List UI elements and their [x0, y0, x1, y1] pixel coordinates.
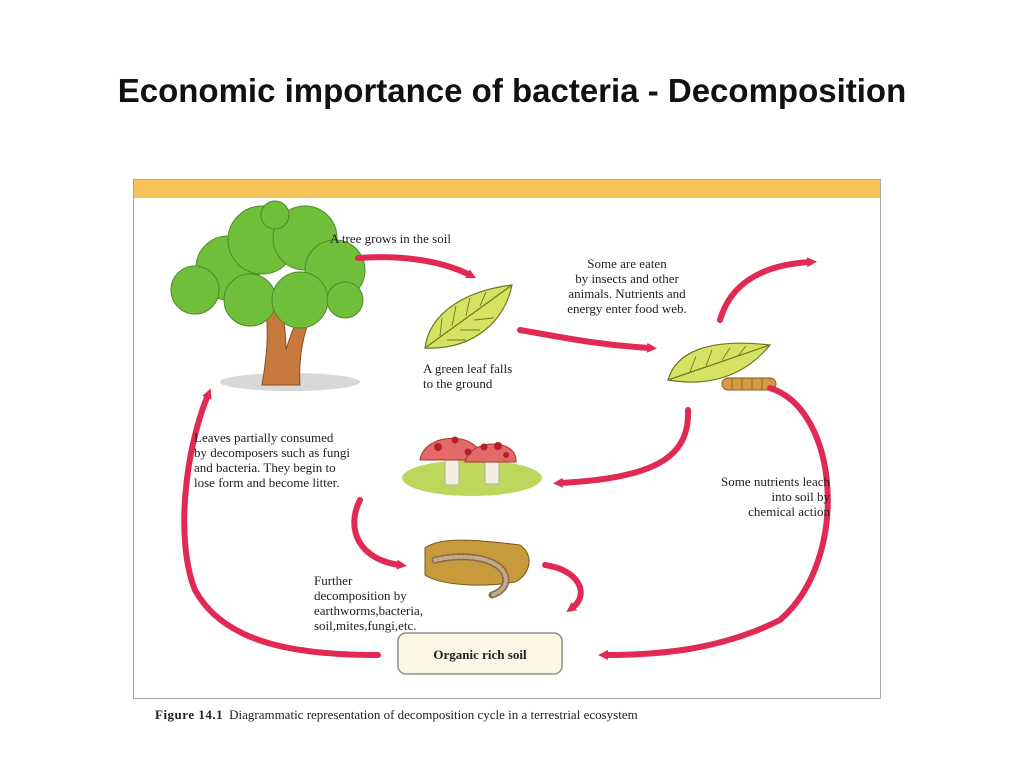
figure-caption: Figure 14.1 Diagrammatic representation o… [155, 707, 638, 723]
mushroom-illustration [402, 436, 542, 496]
svg-text:into soil by: into soil by [771, 489, 830, 504]
arrow-leaf-to-eaten [517, 327, 657, 353]
leaf-fall-label: A green leaf falls to the ground [423, 361, 512, 391]
arrow-worm-to-soil [542, 562, 584, 613]
arrow-leach-to-soil [598, 385, 831, 660]
slide-title: Economic importance of bacteria - Decomp… [117, 72, 907, 109]
svg-text:and bacteria. They begin to: and bacteria. They begin to [194, 460, 336, 475]
svg-text:to the ground: to the ground [423, 376, 493, 391]
svg-text:decomposition by: decomposition by [314, 588, 407, 603]
leach-label: Some nutrients leach into soil by chemic… [721, 474, 831, 519]
green-leaf-illustration [424, 284, 513, 349]
leaves-consumed-label: Leaves partially consumed by decomposers… [194, 430, 350, 490]
eaten-label: Some are eaten by insects and other anim… [567, 256, 687, 316]
cycle-arrows [181, 254, 831, 660]
tree-label: A tree grows in the soil [330, 231, 451, 246]
svg-text:soil,mites,fungi,etc.: soil,mites,fungi,etc. [314, 618, 417, 633]
figure-number: Figure 14.1 [155, 707, 224, 722]
svg-text:A green leaf falls: A green leaf falls [423, 361, 512, 376]
svg-text:Some nutrients leach: Some nutrients leach [721, 474, 831, 489]
svg-text:Some are eaten: Some are eaten [587, 256, 667, 271]
soil-box-label: Organic rich soil [433, 647, 527, 662]
svg-text:by insects and other: by insects and other [575, 271, 679, 286]
svg-text:earthworms,bacteria,: earthworms,bacteria, [314, 603, 423, 618]
tree-illustration [170, 200, 366, 391]
svg-text:energy enter food web.: energy enter food web. [567, 301, 687, 316]
svg-text:chemical action: chemical action [748, 504, 830, 519]
figure-caption-text: Diagrammatic representation of decomposi… [229, 707, 638, 722]
earthworm-illustration [424, 539, 530, 599]
svg-text:Leaves partially consumed: Leaves partially consumed [194, 430, 334, 445]
svg-text:animals. Nutrients and: animals. Nutrients and [568, 286, 686, 301]
arrow-tree-to-leaf [355, 254, 477, 279]
arrow-mushroom-to-worm [351, 497, 407, 570]
figure-header-bar [134, 180, 880, 198]
svg-text:by decomposers such as fungi: by decomposers such as fungi [194, 445, 350, 460]
arrow-eaten-to-foodweb [717, 257, 817, 323]
svg-text:Further: Further [314, 573, 353, 588]
arrow-eaten-to-mushroom [553, 407, 692, 488]
organic-soil-box: Organic rich soil [397, 632, 563, 675]
arrow-soil-to-tree [181, 388, 381, 658]
eaten-leaf-illustration [667, 342, 777, 391]
further-decomposition-label: Further decomposition by earthworms,bact… [314, 573, 423, 633]
svg-text:lose form and become litter.: lose form and become litter. [194, 475, 339, 490]
